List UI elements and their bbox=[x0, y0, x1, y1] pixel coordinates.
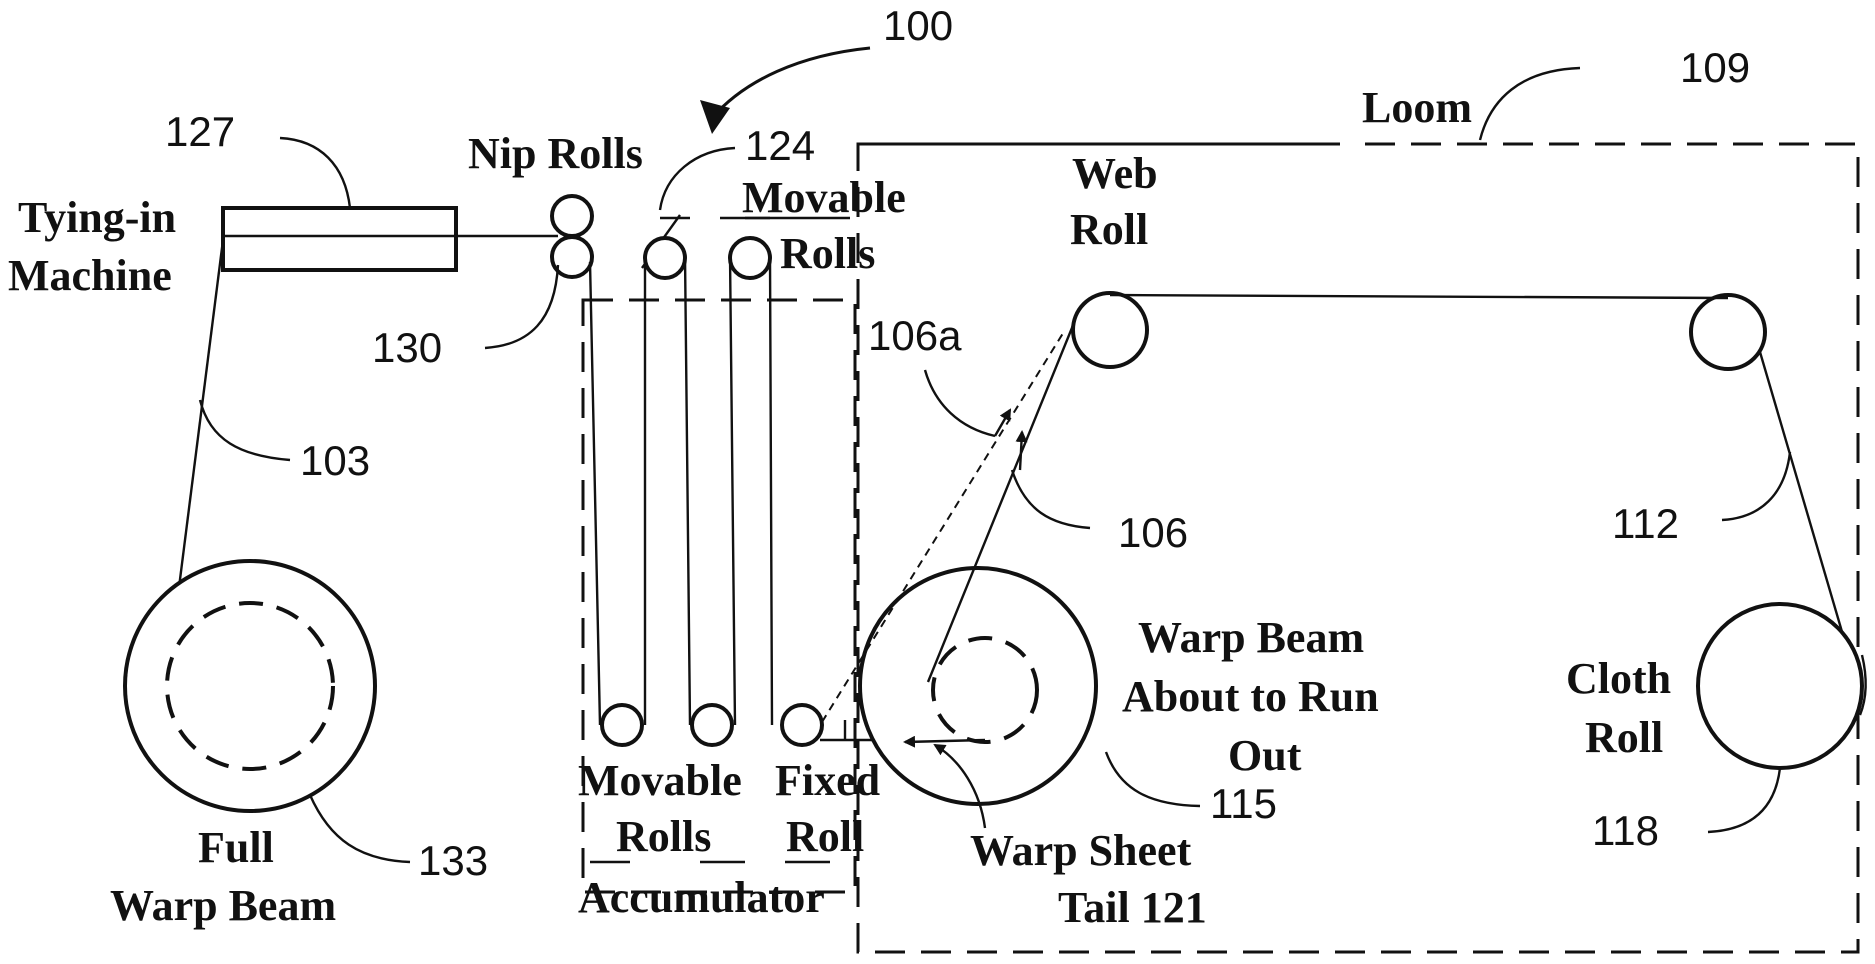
web-top-line bbox=[1110, 295, 1728, 298]
cloth-roll-label-1: Cloth bbox=[1566, 654, 1671, 703]
movable-roll-top-1 bbox=[645, 238, 685, 278]
warp-beam-run-out bbox=[860, 568, 1096, 804]
arrow-106 bbox=[1020, 432, 1022, 470]
ref-133-leader bbox=[310, 795, 410, 862]
tying-in-label-1: Tying-in bbox=[18, 193, 176, 242]
accumulator-label: Accumulator bbox=[578, 873, 825, 922]
movable-roll-bottom-1 bbox=[602, 705, 642, 745]
movable-roll-top-2 bbox=[730, 238, 770, 278]
ref-118-leader bbox=[1708, 768, 1780, 832]
tying-in-machine bbox=[223, 208, 456, 270]
cloth-roll-label-2: Roll bbox=[1585, 713, 1663, 762]
fixed-roll bbox=[782, 705, 822, 745]
web-roll-label-2: Roll bbox=[1070, 205, 1148, 254]
nip-roll-top bbox=[552, 196, 592, 236]
ref-106a-leader bbox=[925, 370, 995, 436]
fixed-roll-label-2: Roll bbox=[786, 812, 864, 861]
movable-rolls-bottom-label-1: Movable bbox=[578, 756, 742, 805]
movable-rolls-top-label-2: Rolls bbox=[780, 229, 875, 278]
ref-115-leader bbox=[1106, 752, 1200, 806]
web-roll-label-1: Web bbox=[1072, 149, 1158, 198]
ref-124-leader bbox=[660, 148, 735, 210]
ref-106: 106 bbox=[1118, 509, 1188, 556]
ref-109: 109 bbox=[1680, 44, 1750, 91]
back-roll bbox=[1691, 295, 1765, 369]
movable-rolls-top-label-1: Movable bbox=[742, 173, 906, 222]
full-warp-beam-label-2: Warp Beam bbox=[110, 881, 336, 930]
warp-sheet-label-2: Tail 121 bbox=[1058, 883, 1207, 932]
warp-beam-run-out-label-3: Out bbox=[1228, 731, 1302, 780]
full-warp-beam bbox=[125, 561, 375, 811]
movable-rolls-bottom-label-2: Rolls bbox=[616, 812, 711, 861]
loom-label: Loom bbox=[1362, 83, 1472, 132]
ref-103: 103 bbox=[300, 437, 370, 484]
warp-beam-run-out-label-1: Warp Beam bbox=[1138, 613, 1364, 662]
ref-112-leader bbox=[1722, 452, 1790, 520]
fixed-roll-label-1: Fixed bbox=[775, 756, 880, 805]
ref-115: 115 bbox=[1210, 780, 1277, 827]
ref-127: 127 bbox=[165, 108, 235, 155]
ref-112: 112 bbox=[1612, 500, 1679, 547]
ref-109-leader bbox=[1480, 68, 1580, 140]
cloth-roll bbox=[1698, 604, 1862, 768]
warp-beam-run-out-label-2: About to Run bbox=[1122, 672, 1379, 721]
movable-roll-bottom-2 bbox=[692, 705, 732, 745]
ref-100: 100 bbox=[883, 2, 953, 49]
tying-in-label-2: Machine bbox=[8, 251, 172, 300]
warp-sheet-label-1: Warp Sheet bbox=[970, 826, 1192, 875]
ref-118: 118 bbox=[1592, 807, 1659, 854]
web-roll bbox=[1073, 293, 1147, 367]
full-warp-beam-label-1: Full bbox=[198, 823, 274, 872]
ref-124: 124 bbox=[745, 122, 815, 169]
ref-130-leader bbox=[485, 265, 558, 348]
ref-103-leader bbox=[200, 400, 290, 460]
ref-106a: 106a bbox=[868, 312, 962, 359]
ref-106-leader bbox=[1012, 470, 1090, 528]
nip-rolls-label: Nip Rolls bbox=[468, 129, 643, 178]
ref-130: 130 bbox=[372, 324, 442, 371]
ref-100-arrow bbox=[712, 48, 870, 118]
ref-127-leader bbox=[280, 138, 350, 208]
accumulator-warp-path bbox=[590, 255, 772, 725]
ref-133: 133 bbox=[418, 837, 488, 884]
